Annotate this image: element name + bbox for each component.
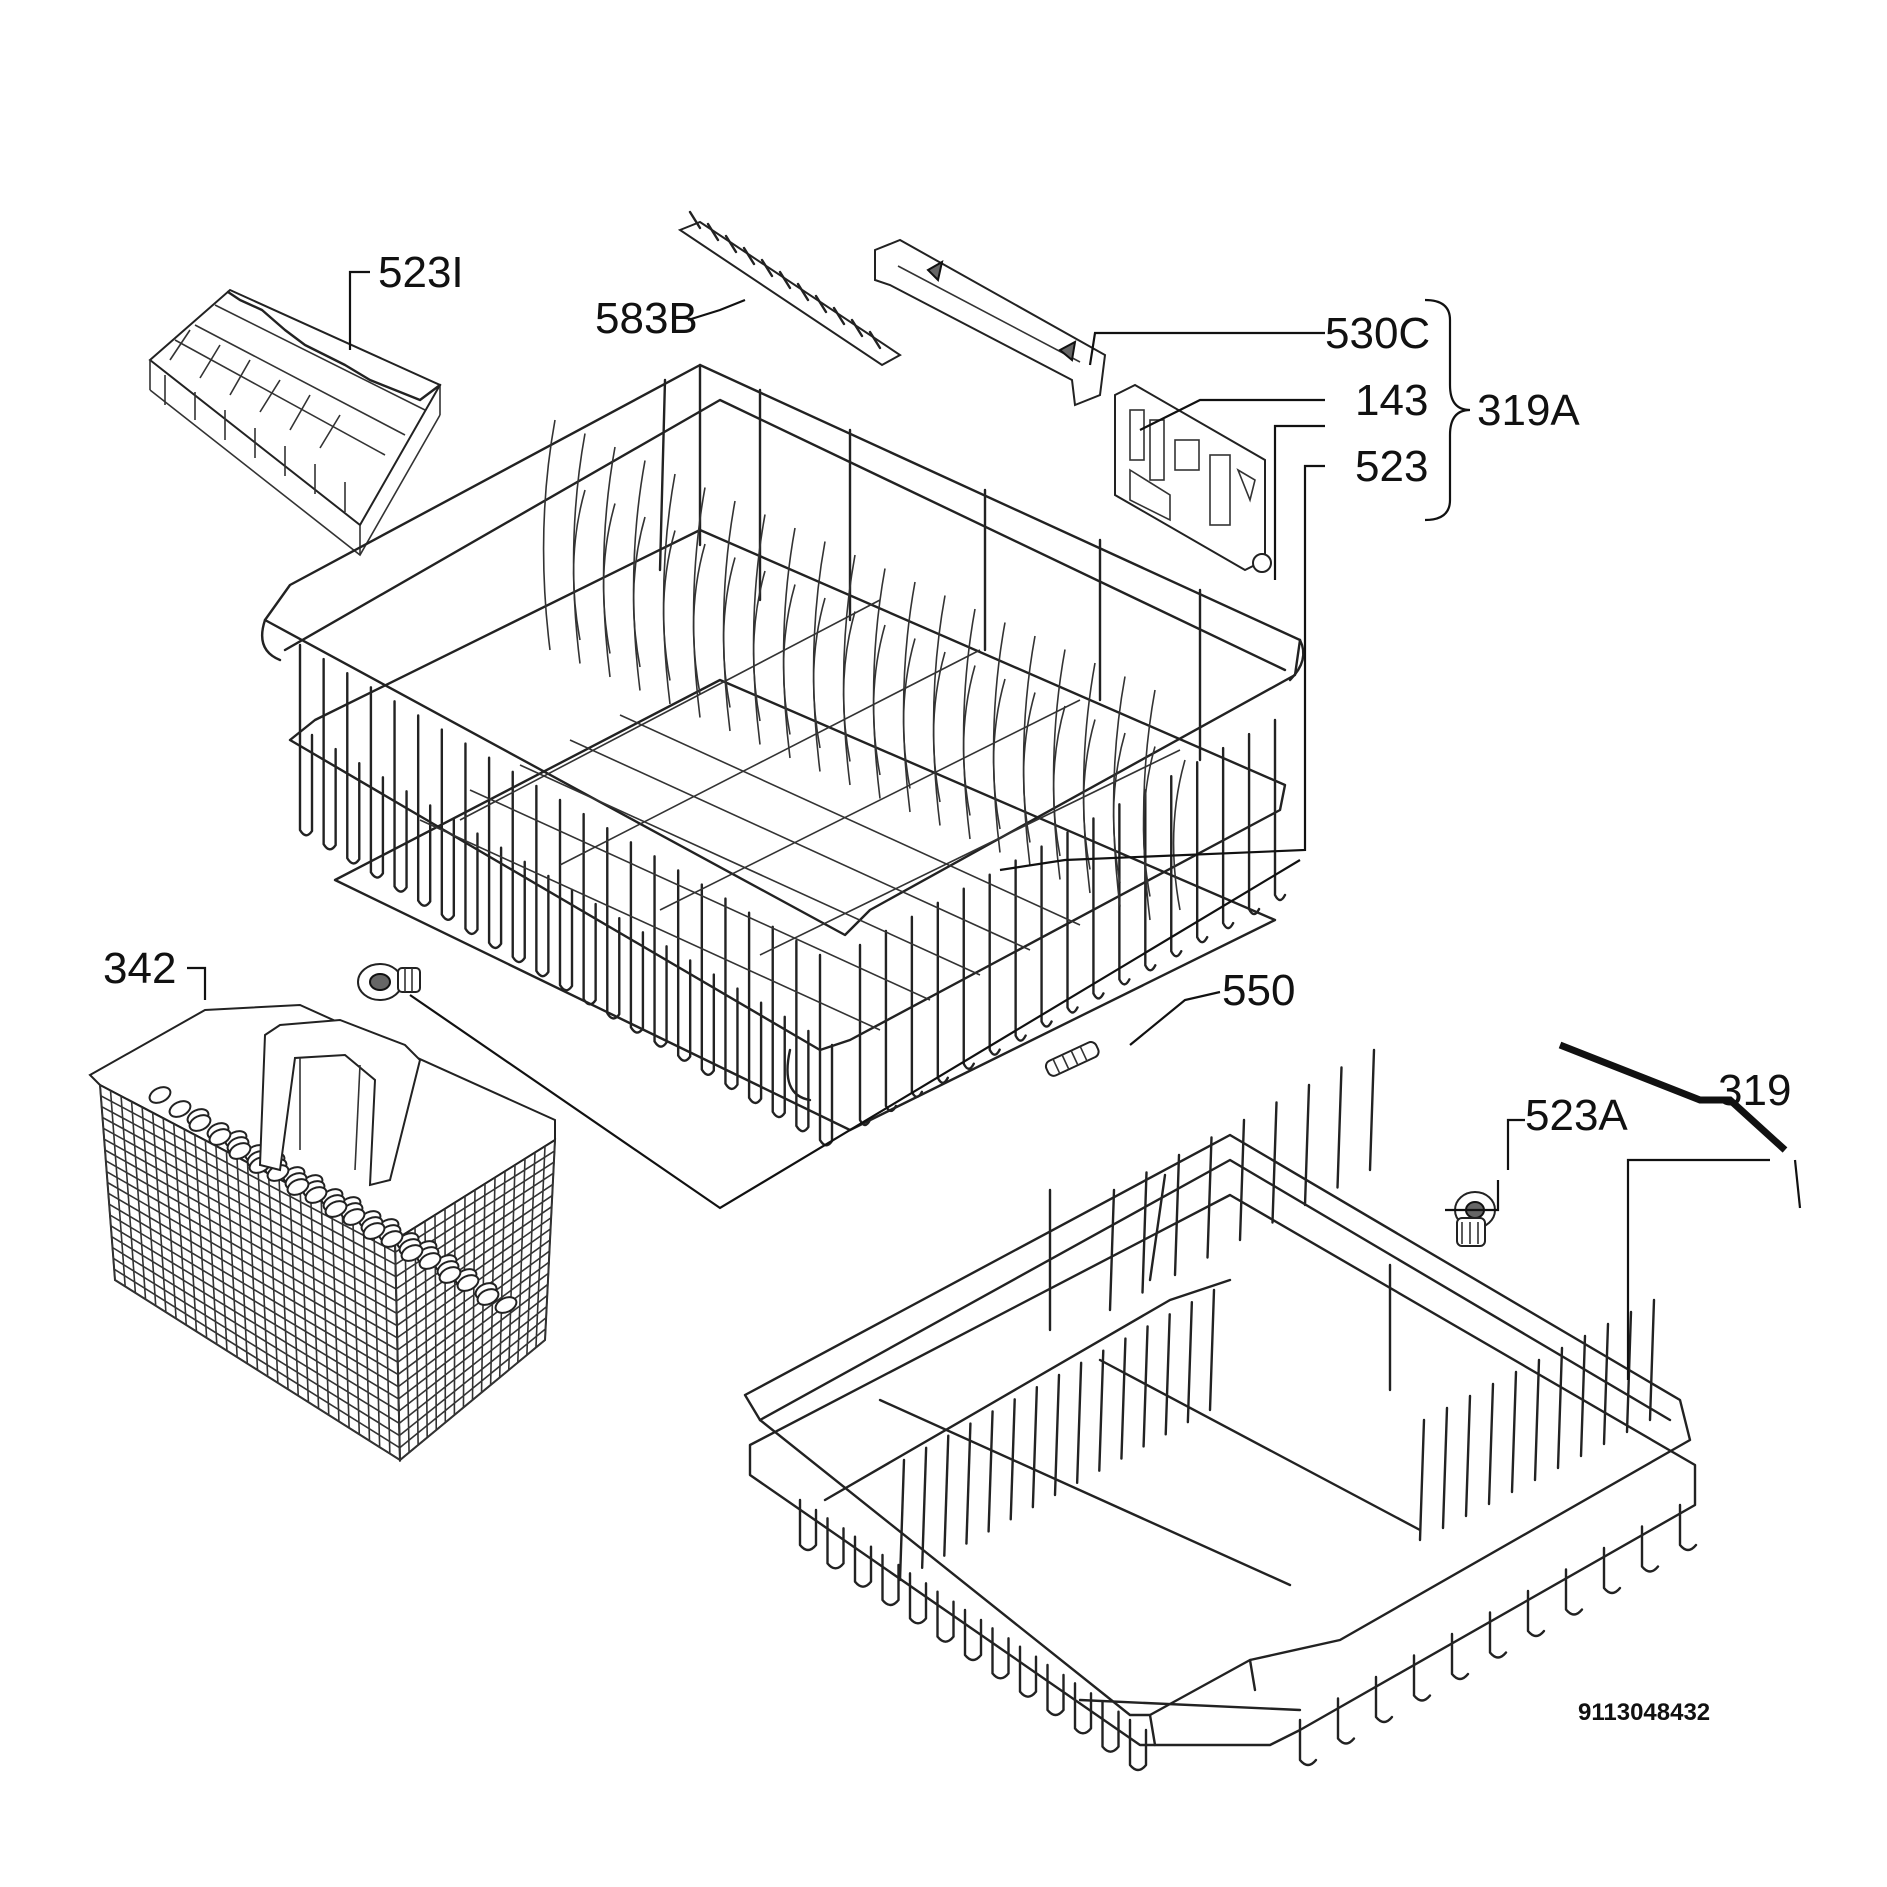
label-583B: 583B [595,294,698,343]
clip-plate-143 [1114,383,1272,573]
axle-pin-550 [1044,1041,1100,1077]
label-530C: 530C [1325,309,1430,358]
upper-basket-523 [260,363,1305,1147]
label-523I: 523I [378,248,464,297]
cup-rack-523I [148,288,442,557]
label-143: 143 [1355,376,1428,425]
wheel-523-left [357,963,421,1001]
cutlery-basket-342 [88,1003,557,1463]
spike-strip-583B [677,210,902,367]
label-319A: 319A [1477,386,1580,435]
label-550: 550 [1222,966,1295,1015]
lower-basket-319 [743,1048,1698,1772]
drawing-code: 9113048432 [1578,1699,1710,1726]
label-342: 342 [103,944,176,993]
leader-lines [187,270,1802,1380]
handle-530C [874,238,1107,407]
label-319: 319 [1718,1066,1791,1115]
label-523A: 523A [1525,1091,1628,1140]
label-523: 523 [1355,442,1428,491]
wheel-523A [1454,1191,1496,1247]
